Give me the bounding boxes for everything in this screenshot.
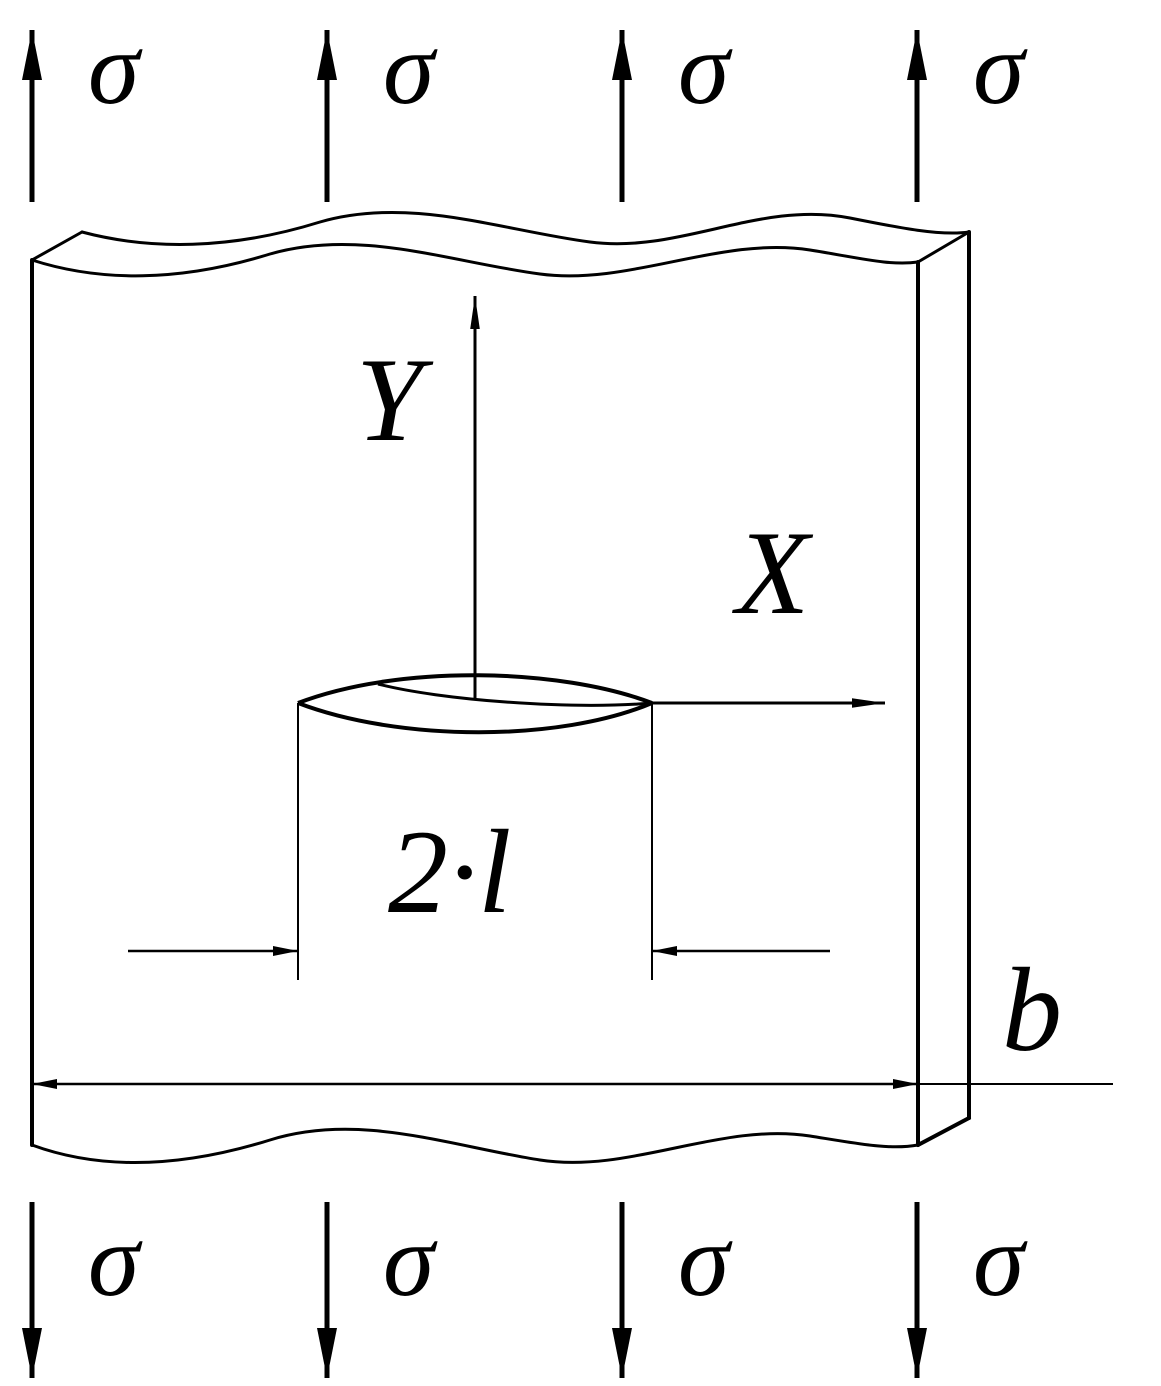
plate-width-label: b <box>1002 943 1062 1076</box>
bottom-stress-arrows <box>22 1202 927 1378</box>
plate-top-break-lower <box>30 243 920 278</box>
plate-side-bottom <box>916 1116 971 1147</box>
plate-top-break-front <box>30 230 84 262</box>
crack-length-dimension <box>128 703 830 980</box>
plate-top-break-back <box>80 211 971 246</box>
crack-length-label: 2·l <box>388 805 511 938</box>
crack-inner-face <box>377 682 653 707</box>
crack-lower-edge <box>297 701 653 735</box>
stress-label-top-3: σ <box>678 11 733 126</box>
stress-label-top-4: σ <box>973 11 1028 126</box>
stress-label-bottom-2: σ <box>383 1203 438 1318</box>
plate <box>30 211 971 1164</box>
x-axis-label: X <box>732 506 814 639</box>
y-axis-label: Y <box>356 333 434 466</box>
coordinate-axes <box>470 296 885 708</box>
crack <box>297 673 653 735</box>
plate-side-top <box>916 230 971 264</box>
crack-upper-edge <box>297 673 653 705</box>
stress-label-top-1: σ <box>88 11 143 126</box>
stress-label-bottom-3: σ <box>678 1203 733 1318</box>
plate-bottom-break <box>30 1127 920 1164</box>
stress-label-bottom-4: σ <box>973 1203 1028 1318</box>
top-stress-arrows <box>21 30 927 202</box>
stress-label-bottom-1: σ <box>88 1203 143 1318</box>
stress-label-top-2: σ <box>383 11 438 126</box>
